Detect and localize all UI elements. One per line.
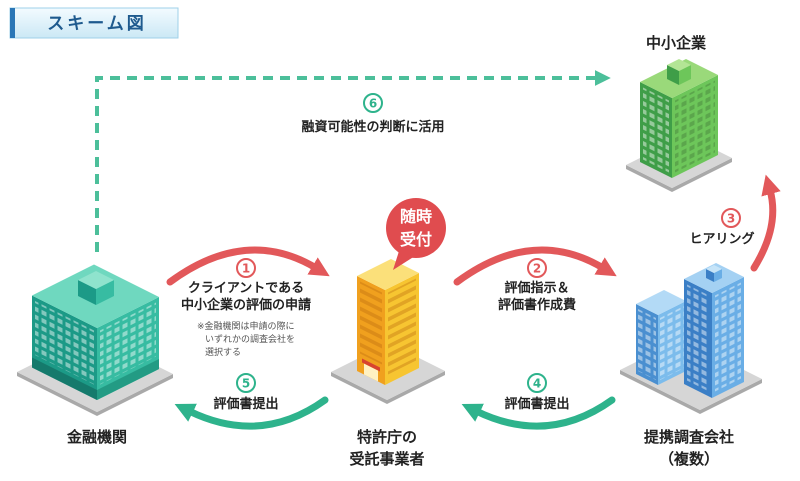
step-1-note-line-2: いずれかの調査会社を <box>205 333 295 345</box>
step-2-label: 2 評価指示＆ 評価書作成費 <box>498 258 576 313</box>
step-4-number: 4 <box>533 377 541 391</box>
sme-right-windows <box>675 80 715 173</box>
contractor-building <box>331 259 445 404</box>
research-a-left-face <box>636 304 658 385</box>
research-building-a <box>636 290 686 385</box>
step-1-text-line-2: 中小企業の評価の申請 <box>181 297 311 313</box>
research-b-roof-box-left-wall <box>706 269 714 282</box>
step-4-badge <box>527 373 547 393</box>
research-buildings <box>620 263 762 414</box>
research-b-left-face <box>684 279 712 398</box>
step-2-text-line-1: 評価指示＆ <box>504 280 569 296</box>
bank-right-windows <box>100 302 156 385</box>
bank-roof-box-right-wall <box>96 280 114 305</box>
step-5-number: 5 <box>242 377 250 391</box>
bubble-circle <box>386 198 446 258</box>
title-box: スキーム図 <box>9 7 179 39</box>
step-1-number: 1 <box>242 262 250 276</box>
contractor-awning <box>362 358 380 372</box>
bank-label: 金融機関 <box>66 428 127 446</box>
step-1-note-line-1: ※金融機関は申請の際に <box>197 320 295 332</box>
step-1-badge <box>236 258 256 278</box>
sme-roof-box-right <box>679 65 691 85</box>
step-3-label: 3 ヒアリング <box>689 208 755 247</box>
step-3-number: 3 <box>727 212 735 226</box>
sme-right-face <box>672 75 718 178</box>
sme-ground-edge <box>626 158 732 192</box>
anytime-bubble: 随時 受付 <box>386 198 446 270</box>
step-3-arrow <box>750 174 781 272</box>
bubble-line-1: 随時 <box>400 207 432 226</box>
step-6-number: 6 <box>369 97 377 111</box>
sme-roof-box-left <box>667 65 679 85</box>
bubble-line-2: 受付 <box>400 230 432 249</box>
research-b-roof-box-top <box>706 265 722 273</box>
contractor-label-line-2: 受託事業者 <box>349 450 424 468</box>
step-1-note-line-3: 選択する <box>205 346 241 358</box>
step-5-text-line-1: 評価書提出 <box>213 396 278 412</box>
research-a-left-windows <box>638 308 656 380</box>
sme-label: 中小企業 <box>646 34 707 52</box>
bank-left-face <box>32 295 97 400</box>
sme-roof-box-right-wall <box>679 65 691 85</box>
page-title: スキーム図 <box>47 14 147 34</box>
step-1-text-line-1: クライアントである <box>188 281 304 296</box>
research-b-roof-box-right <box>714 269 722 282</box>
contractor-left-face <box>357 276 385 385</box>
step-6-text-line-1: 融資可能性の判断に活用 <box>301 119 444 135</box>
sme-roof-box-top <box>667 59 691 71</box>
research-b-right-face <box>712 277 744 398</box>
bank-left-windows <box>35 300 94 385</box>
contractor-left-windows <box>360 281 382 365</box>
research-label-line-1: 提携調査会社 <box>644 428 734 446</box>
contractor-entrance <box>364 363 378 382</box>
step-3-text-line-1: ヒアリング <box>689 231 754 247</box>
contractor-right-face <box>385 273 419 385</box>
research-a-roof <box>636 290 686 315</box>
step-1-arrow <box>166 246 330 286</box>
step-6-dashed-arrow <box>95 70 611 252</box>
step-2-arrow <box>453 246 617 286</box>
research-building-b <box>684 263 744 398</box>
bank-left-base <box>32 357 97 400</box>
step-6-badge <box>363 93 383 113</box>
sme-building <box>626 59 732 192</box>
research-label-line-2: （複数） <box>659 450 719 468</box>
bank-roof-box-right <box>96 280 114 305</box>
title-box-accent-bar <box>10 8 15 38</box>
research-b-roof-box-right-wall <box>714 269 722 282</box>
contractor-label-line-1: 特許庁の <box>357 428 417 446</box>
contractor-right-windows <box>388 278 416 375</box>
bank-right-base <box>97 359 159 400</box>
research-a-right-face <box>658 301 686 385</box>
step-3-badge <box>721 208 741 228</box>
bank-right-face <box>97 297 159 400</box>
sme-roof-box-left-wall <box>667 65 679 85</box>
research-b-right-windows <box>715 282 741 392</box>
step-4-arrow <box>461 396 616 430</box>
step-4-label: 4 評価書提出 <box>504 373 570 412</box>
bank-roof-box-left-wall <box>78 280 96 305</box>
step-5-arrow <box>174 396 329 430</box>
step-5-label: 5 評価書提出 <box>213 373 279 412</box>
step-2-text-line-2: 評価書作成費 <box>498 297 576 313</box>
step-6-label: 6 融資可能性の判断に活用 <box>301 93 445 135</box>
step-5-badge <box>236 373 256 393</box>
research-a-right-windows <box>660 306 684 381</box>
bank-roof-box-left <box>78 280 96 305</box>
title-box-bg <box>9 7 179 39</box>
step-2-badge <box>527 258 547 278</box>
sme-left-face <box>640 82 672 178</box>
step-4-text-line-1: 評価書提出 <box>504 396 569 412</box>
contractor-roof <box>357 259 419 290</box>
research-b-left-windows <box>687 284 709 392</box>
sme-left-windows <box>643 87 669 173</box>
research-b-roof-box-left <box>706 269 714 282</box>
step-1-label: 1 クライアントである 中小企業の評価の申請 ※金融機関は申請の際に いずれかの… <box>181 258 311 358</box>
step-2-number: 2 <box>533 262 541 276</box>
bank-roof-box-top <box>78 271 114 289</box>
bank-building <box>17 264 173 416</box>
